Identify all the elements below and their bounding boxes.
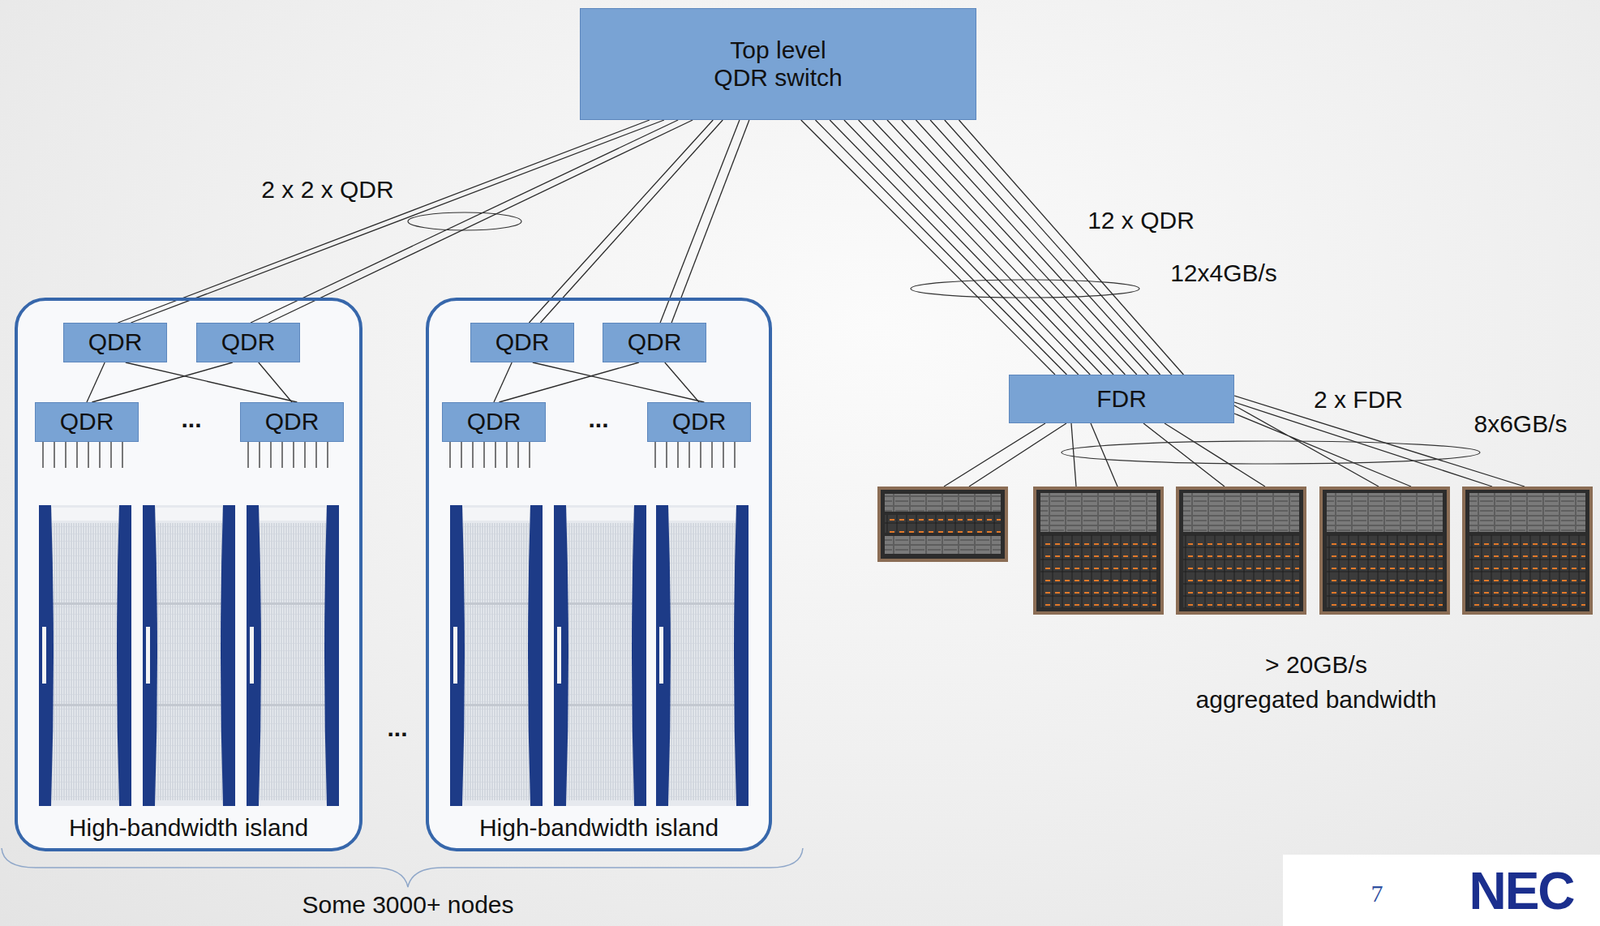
link-line: [528, 120, 713, 323]
link-line: [944, 120, 1172, 375]
link-line: [250, 120, 678, 323]
annotation-text: aggregated bandwidth: [1196, 686, 1437, 715]
logo-text: NEC: [1468, 862, 1574, 923]
storage-server: [1319, 486, 1450, 615]
rack-group: [38, 505, 749, 807]
storage-server: [877, 486, 1009, 562]
link-line: [829, 120, 1079, 375]
switch-box: QDR: [63, 322, 168, 363]
node-label: Top level QDR switch: [703, 36, 854, 93]
node-label: QDR: [467, 407, 522, 437]
rack: [656, 505, 749, 807]
island-label: High-bandwidth island: [17, 814, 360, 843]
storage-servers: [877, 486, 1593, 615]
link-line: [258, 362, 292, 403]
switch-box: QDR: [602, 322, 707, 363]
node-label: QDR: [88, 328, 143, 357]
island-frame: High-bandwidth island QDR QDR QDR QDR: [425, 297, 773, 852]
island-frame: High-bandwidth island QDR QDR QDR QDR: [14, 297, 363, 852]
link-line: [887, 120, 1125, 375]
link-line: [664, 362, 700, 403]
link-line: [858, 120, 1103, 375]
link-line: [901, 120, 1137, 375]
bundle-ellipse: [1061, 441, 1480, 464]
switch-box: QDR: [647, 402, 751, 442]
link-line: [268, 120, 693, 323]
link-line: [671, 120, 750, 323]
rack: [142, 505, 236, 807]
annotation-text: 2 x 2 x QDR: [261, 175, 394, 205]
annotation-text: 12x4GB/s: [1170, 259, 1278, 288]
node-label: QDR: [221, 328, 276, 357]
switch-box: QDR: [34, 402, 139, 442]
node-label: QDR: [265, 407, 320, 437]
island-label: High-bandwidth island: [428, 814, 769, 843]
link-line: [815, 120, 1068, 375]
brace: [1, 848, 803, 888]
node-label: QDR: [60, 407, 115, 437]
link-line: [660, 120, 740, 323]
storage-server: [1033, 486, 1164, 615]
link-line: [86, 362, 105, 403]
switch-box: QDR: [240, 402, 344, 442]
island-ground: [425, 297, 773, 852]
link-line: [915, 120, 1149, 375]
annotation-text: 8x6GB/s: [1473, 410, 1567, 439]
link-line: [540, 120, 723, 323]
annotation-text: ...: [180, 405, 202, 434]
node-label: QDR: [495, 328, 550, 357]
port-ticks: [42, 441, 735, 468]
island-ground: [14, 297, 363, 852]
switch-box: QDR: [441, 402, 546, 442]
annotation-text: Some 3000+ nodes: [301, 891, 514, 920]
storage-server: [1175, 486, 1307, 615]
rack: [553, 505, 647, 807]
rack: [450, 505, 543, 807]
footer-panel: [1282, 854, 1600, 926]
link-line: [493, 362, 512, 403]
link-line: [844, 120, 1090, 375]
annotation-text: ...: [587, 405, 609, 434]
link-line: [959, 120, 1184, 375]
annotation-text: 12 x QDR: [1087, 206, 1195, 236]
switch-box: Top level QDR switch: [579, 8, 977, 121]
link-line: [801, 120, 1056, 375]
switch-box: FDR: [1008, 374, 1235, 424]
storage-server: [1462, 486, 1593, 615]
annotation-text: 2 x FDR: [1313, 386, 1403, 415]
link-line: [118, 120, 650, 323]
link-line: [91, 362, 232, 403]
link-line: [498, 362, 639, 403]
switch-box: QDR: [470, 322, 575, 363]
node-label: QDR: [672, 407, 727, 437]
link-line: [131, 120, 665, 323]
page-number: 7: [1371, 879, 1384, 909]
annotation-text: > 20GB/s: [1265, 651, 1368, 680]
switch-box: QDR: [196, 322, 301, 363]
rack: [38, 505, 132, 807]
node-label: QDR: [627, 328, 683, 357]
link-line: [930, 120, 1161, 375]
node-label: FDR: [1096, 385, 1147, 414]
rack: [246, 505, 339, 807]
annotation-text: ...: [386, 714, 408, 743]
